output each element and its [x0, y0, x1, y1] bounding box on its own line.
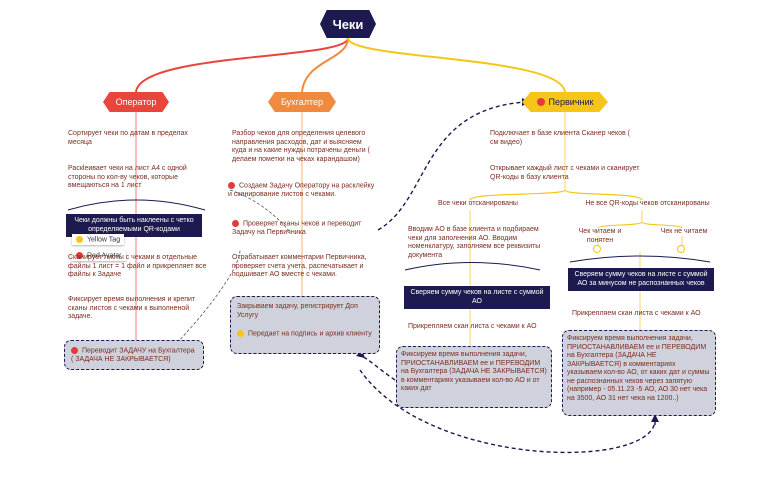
operator-step-scan[interactable]: Сканирует листы с чеками в отдельные фай… — [68, 254, 207, 278]
primary-right-readable[interactable]: Чек читаем и понятен — [578, 228, 622, 244]
info-icon — [677, 240, 689, 258]
branch-operator-label: Оператор — [115, 97, 157, 107]
accountant-final-box[interactable]: Закрываем задачу, регистрирует Доп Услуг… — [230, 296, 380, 354]
accountant-step-analyze[interactable]: Разбор чеков для определения целевого на… — [232, 130, 370, 163]
tooltip-red-avatar-label: Red Avatar — [87, 252, 122, 260]
branch-accountant-label: Бухгалтер — [280, 97, 324, 107]
branch-operator[interactable]: Оператор — [103, 92, 169, 112]
yellow-tag-icon — [237, 330, 244, 337]
user-icon — [536, 98, 545, 106]
primary-right-step-fix-time[interactable]: Фиксируем время выполнения задачи, ПРИОС… — [562, 330, 716, 416]
tooltip-yellow-tag-label: Yellow Tag — [87, 236, 121, 244]
branch-primary-label: Первичник — [548, 97, 594, 107]
branch-primary[interactable]: Первичник — [522, 92, 608, 112]
operator-step-sort[interactable]: Сортирует чеки по датам в пределах месяц… — [68, 130, 188, 146]
branch-accountant[interactable]: Бухгалтер — [268, 92, 336, 112]
primary-left-step-enter-ao[interactable]: Вводим АО в базе клиента и подбираем чек… — [408, 226, 541, 259]
accountant-step-check-scans[interactable]: Проверяет сканы чеков и переводит Задачу… — [232, 220, 382, 237]
primary-right-unreadable[interactable]: Чек не читаем — [660, 228, 708, 235]
user-icon — [232, 220, 239, 227]
tooltip-red-avatar: Red Avatar — [72, 250, 126, 262]
yellow-tag-icon — [76, 236, 83, 243]
user-icon — [71, 347, 78, 354]
root-title: Чеки — [332, 16, 364, 32]
info-icon — [593, 240, 605, 258]
primary-right-step-compare[interactable]: Сверяем сумму чеков на листе с суммой АО… — [568, 268, 714, 291]
primary-step-scan-qr[interactable]: Открывает каждый лист с чеками и сканиру… — [490, 165, 640, 181]
tooltip-yellow-tag: Yellow Tag — [72, 234, 125, 246]
primary-left-step-fix-time[interactable]: Фиксируем время выполнения задачи, ПРИОС… — [396, 346, 552, 408]
accountant-step-create-task-text: Создаем Задачу Оператору на расклейку и … — [228, 182, 375, 198]
operator-note-qr[interactable]: Чеки должны быть наклеены с четко опреде… — [66, 214, 202, 237]
primary-right-step-attach[interactable]: Прикрепляем скан листа с чеками к АО — [572, 310, 701, 317]
accountant-step-process-comments[interactable]: Отрабатывает комментарии Первичника, про… — [232, 254, 367, 278]
primary-left-step-compare[interactable]: Сверяем сумму чеков на листе с суммой АО — [404, 286, 550, 309]
red-avatar-icon — [76, 252, 83, 259]
accountant-step-check-scans-text: Проверяет сканы чеков и переводит Задачу… — [232, 220, 362, 236]
primary-right-header[interactable]: Не все QR-коды чеков отсканированы — [585, 200, 710, 207]
root-node[interactable]: Чеки — [320, 10, 376, 38]
primary-left-header[interactable]: Все чеки отсканированы — [438, 200, 518, 207]
accountant-step-archive-text: Передает на подпись и архив клиенту — [248, 330, 372, 338]
operator-step-transfer-text: Переводит ЗАДАЧУ на Бухгалтера ( ЗАДАЧА … — [71, 347, 195, 363]
user-icon — [228, 182, 235, 189]
operator-step-paste[interactable]: Раскleивает чеки на лист А4 с одной стор… — [68, 165, 187, 189]
accountant-step-close-task: Закрываем задачу, регистрирует Доп Услуг… — [237, 303, 358, 319]
operator-step-transfer[interactable]: Переводит ЗАДАЧУ на Бухгалтера ( ЗАДАЧА … — [64, 340, 204, 370]
operator-step-fix-time[interactable]: Фиксирует время выполнения и крепит скан… — [68, 296, 196, 320]
primary-left-step-attach[interactable]: Прикрепляем скан листа с чеками к АО — [408, 323, 537, 330]
accountant-step-create-task[interactable]: Создаем Задачу Оператору на расклейку и … — [228, 182, 378, 199]
accountant-step-archive: Передает на подпись и архив клиенту — [237, 330, 373, 339]
primary-step-connect-scanner[interactable]: Подключает в базе клиента Сканер чеков (… — [490, 130, 631, 146]
